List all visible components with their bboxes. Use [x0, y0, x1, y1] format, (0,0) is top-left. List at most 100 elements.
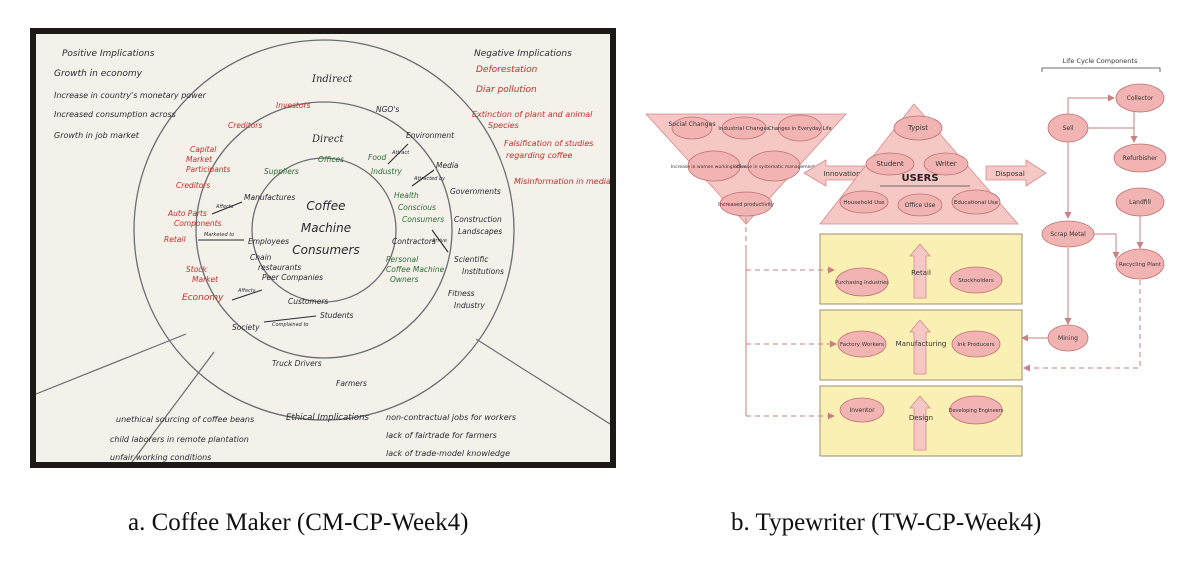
node-student	[865, 152, 915, 176]
node-developing-engineers	[949, 395, 1003, 425]
node-label: Increase in women working office jobs	[671, 164, 758, 170]
node-label: Increase in systematic management	[733, 164, 815, 170]
node-stockholders	[949, 266, 1003, 294]
node-label: Collector	[1127, 95, 1154, 102]
cycle-arrow	[1023, 280, 1141, 372]
ethical-item: lack of fairtrade for farmers	[386, 431, 497, 440]
paper-sheet: Positive Implications Growth in economy …	[35, 34, 611, 463]
indirect-item: Fitness	[448, 289, 475, 298]
up-arrow	[909, 395, 931, 451]
node-everyday-life	[777, 114, 823, 142]
divider-right	[475, 338, 611, 425]
node-educational	[951, 189, 1001, 215]
negative-title: Negative Implications	[474, 49, 572, 59]
indirect-item: Truck Drivers	[272, 359, 322, 368]
direct-item: Industry	[371, 167, 402, 176]
direct-item: Media	[436, 161, 459, 170]
ethical-item: unethical sourcing of coffee beans	[116, 415, 254, 424]
node-label: Office Use	[905, 202, 936, 209]
life-cycle-title: Life Cycle Components	[1063, 57, 1138, 65]
ethical-item: child laborers in remote plantation	[110, 435, 249, 444]
node-label: Refurbisher	[1123, 155, 1158, 162]
node-label: Sell	[1063, 125, 1074, 132]
node-factory-workers	[837, 330, 887, 358]
center-line-3: Consumers	[292, 243, 359, 257]
ethical-item: lack of trade-model knowledge	[386, 449, 510, 458]
disposal-label: Disposal	[995, 170, 1025, 178]
node-women-office	[687, 150, 741, 182]
typewriter-diagram: Social Changes Industrial Changes Change…	[640, 48, 1180, 460]
node-ink-producers	[951, 330, 1001, 358]
positive-item: Growth in job market	[54, 131, 140, 140]
arrow-label: Attracted by	[413, 176, 446, 182]
node-label: Purchasing Industries	[835, 280, 889, 286]
outer-item: Retail	[164, 235, 186, 244]
node-label: Ink Producers	[957, 342, 994, 348]
life-cycle-bracket	[1041, 67, 1161, 72]
direct-item: Employees	[248, 237, 289, 246]
arrow-label: Complained to	[272, 322, 308, 328]
indirect-item: NGO's	[376, 105, 399, 114]
outer-item: Market	[186, 155, 213, 164]
node-inventor	[839, 397, 885, 423]
arrow-label: Attract	[391, 150, 410, 156]
coffee-maker-photo: Positive Implications Growth in economy …	[30, 28, 616, 468]
node-label: Scrap Metal	[1050, 231, 1086, 238]
negative-item: Deforestation	[476, 65, 538, 75]
indirect-item: Environment	[406, 131, 455, 140]
stage-label: Design	[909, 414, 933, 422]
indirect-item: Farmers	[336, 379, 367, 388]
negative-item: Misinformation in media	[514, 177, 610, 186]
caption-typewriter: b. Typewriter (TW-CP-Week4)	[731, 509, 1042, 536]
direct-item: Suppliers	[264, 167, 299, 176]
stakeholder-map: Positive Implications Growth in economy …	[35, 39, 611, 463]
direct-item: Personal	[386, 255, 419, 264]
outer-item: Participants	[186, 165, 230, 174]
node-productivity	[719, 191, 773, 217]
arrow-label: Affects	[237, 288, 256, 294]
ethical-title: Ethical Implications	[286, 413, 369, 423]
positive-title: Positive Implications	[62, 49, 155, 59]
stage-label: Retail	[911, 269, 931, 277]
node-label: Inventor	[849, 407, 875, 414]
arrow-label: Marketed to	[204, 232, 234, 238]
arrow	[211, 201, 243, 215]
node-label: Household Use	[843, 200, 885, 206]
direct-item: restaurants	[258, 263, 301, 272]
node-writer	[923, 152, 969, 176]
up-arrow	[909, 319, 931, 375]
node-label: Mining	[1058, 335, 1078, 342]
outer-item: Auto Parts	[167, 209, 207, 218]
innovation-label: Innovation	[823, 170, 860, 178]
node-label: Recycling Plant	[1119, 262, 1162, 268]
caption-coffee-maker: a. Coffee Maker (CM-CP-Week4)	[128, 509, 469, 536]
node-recycling-plant	[1115, 248, 1165, 280]
direct-item: Offices	[318, 155, 344, 164]
direct-item: Contractors	[392, 237, 436, 246]
node-label: Typist	[907, 124, 928, 132]
indirect-item: Institutions	[462, 267, 504, 276]
outer-item: Capital	[190, 145, 217, 154]
negative-item: Diar pollution	[476, 85, 537, 95]
node-label: Stockholders	[958, 278, 994, 284]
node-label: Social Changes	[668, 121, 715, 128]
direct-item: Conscious	[398, 203, 436, 212]
inner-ring	[251, 157, 397, 303]
node-label: Developing Engineers	[949, 408, 1004, 414]
node-label: Educational Use	[954, 200, 999, 206]
node-household	[839, 190, 889, 214]
ethical-item: non-contractual jobs for workers	[386, 413, 516, 422]
outer-item: Components	[174, 219, 222, 228]
positive-item: Increase in country's monetary power	[54, 91, 207, 100]
negative-item: Species	[488, 121, 519, 130]
positive-item: Growth in economy	[54, 69, 143, 79]
arrow	[231, 289, 263, 301]
node-systematic-mgmt	[747, 150, 801, 182]
node-label: Increased productivity	[718, 202, 774, 208]
direct-item: Health	[394, 191, 419, 200]
node-label: Student	[876, 160, 904, 168]
indirect-item: Scientific	[454, 255, 489, 264]
outer-ring	[133, 39, 515, 421]
indirect-item: Customers	[288, 297, 328, 306]
indirect-item: Industry	[454, 301, 485, 310]
